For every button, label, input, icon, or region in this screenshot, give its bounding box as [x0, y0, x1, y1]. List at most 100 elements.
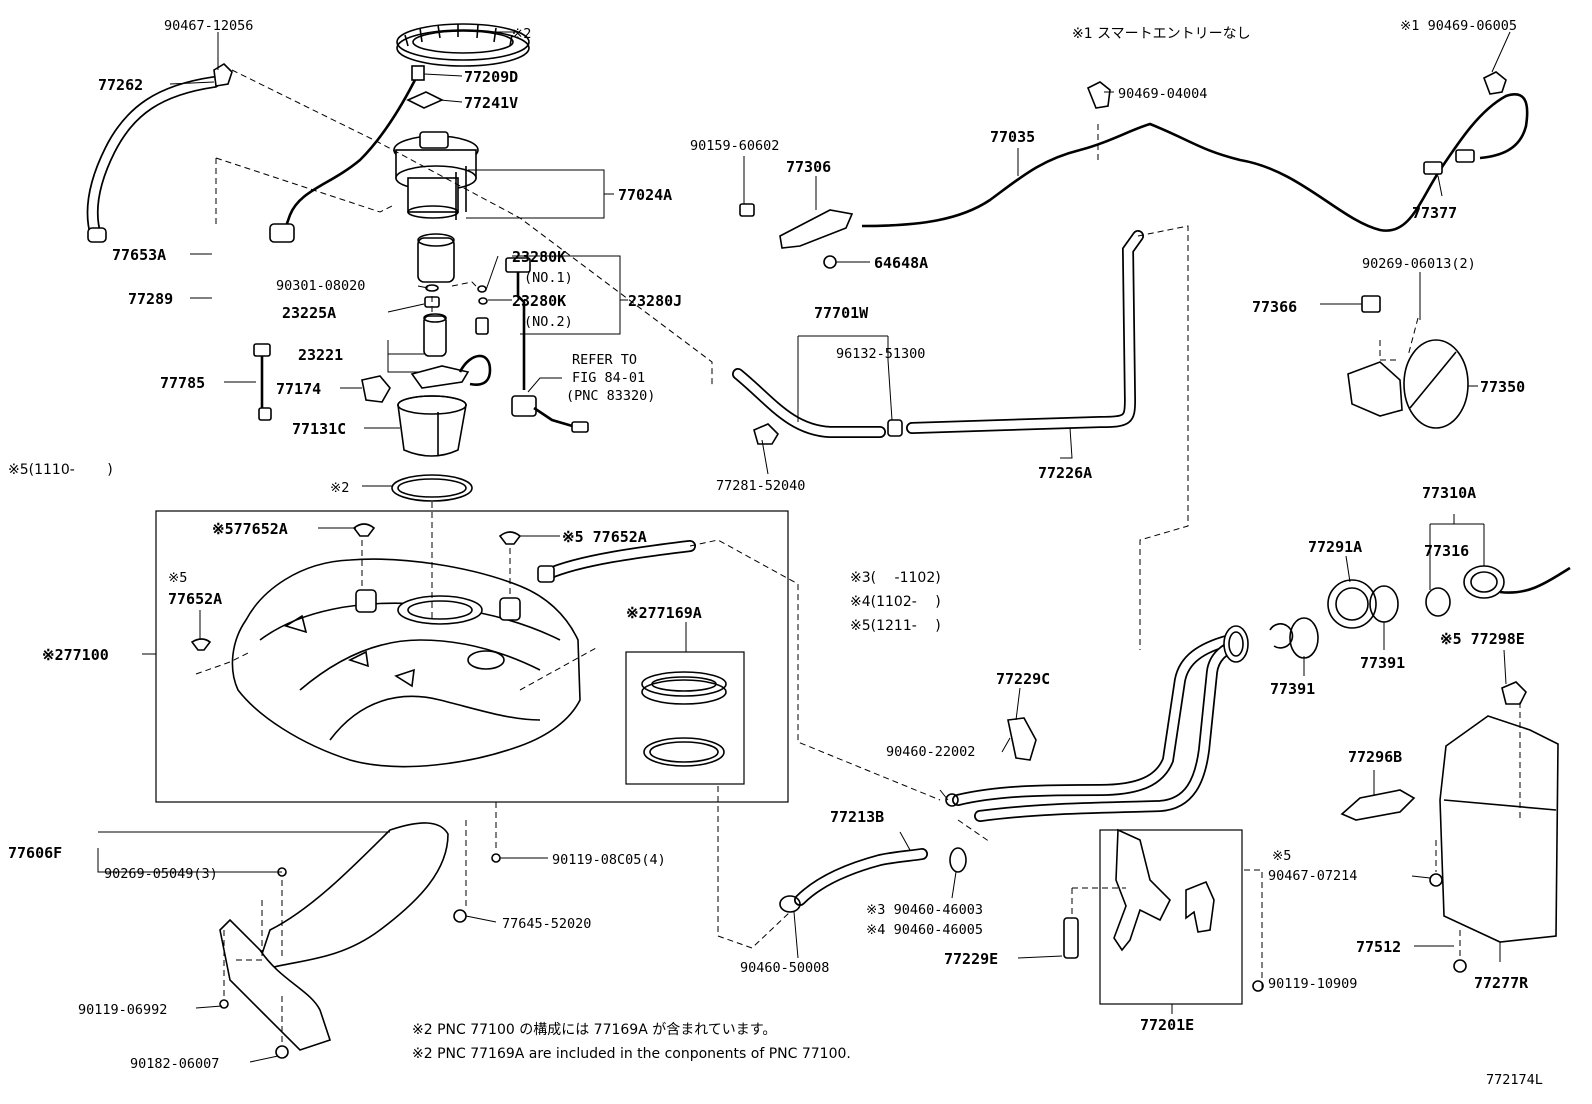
label-77512: 77512	[1356, 938, 1401, 956]
label-77241V: 77241V	[464, 94, 518, 112]
label-x3-range: ※3( -1102)	[850, 570, 941, 586]
label-90460-22002: 90460-22002	[886, 744, 975, 760]
lever-77306	[779, 209, 854, 249]
label-77229E: 77229E	[944, 950, 998, 968]
housing-77350	[1347, 361, 1403, 417]
label-77652A-3-mark: ※5	[168, 570, 187, 586]
label-90460-46005: ※4 90460-46005	[866, 922, 983, 938]
note-english: ※2 PNC 77169A are included in the conpon…	[412, 1046, 851, 1062]
part-labels: 90467-12056 77262 ※2 77209D 77241V 77024…	[8, 18, 1543, 1088]
hose-77209D	[282, 73, 420, 233]
label-77652A-2: ※5 77652A	[562, 528, 647, 546]
filler-cap-77316	[1463, 565, 1505, 599]
label-refer-2: FIG 84-01	[572, 370, 645, 386]
label-x2-lock-ring: ※2	[512, 26, 531, 42]
label-refer-3: (PNC 83320)	[566, 388, 655, 404]
fuel-pump-23221	[423, 315, 447, 357]
label-90119-10909: 90119-10909	[1268, 976, 1357, 992]
label-90269-06013: 90269-06013(2)	[1362, 256, 1476, 272]
label-x2-gasket: ※2	[330, 480, 349, 496]
protector-77606F	[259, 822, 449, 969]
kit-77169A-frame	[625, 651, 745, 785]
label-77701W: 77701W	[814, 304, 869, 322]
label-77226A: 77226A	[1038, 464, 1092, 482]
cap-77652A-2	[498, 531, 522, 545]
label-90301-08020: 90301-08020	[276, 278, 365, 294]
label-77310A: 77310A	[1422, 484, 1476, 502]
clip-77229E	[1063, 917, 1079, 959]
note-japanese: ※2 PNC 77100 の構成には 77169A が含まれています。	[412, 1022, 776, 1038]
label-77391-a: 77391	[1270, 680, 1315, 698]
figure-id: 772174L	[1486, 1072, 1543, 1088]
label-77652A-3: 77652A	[168, 590, 222, 608]
ring-77291A	[1327, 579, 1377, 629]
label-77652A-1: ※577652A	[212, 520, 288, 538]
label-77653A: 77653A	[112, 246, 166, 264]
hose-77213B	[794, 848, 928, 906]
bracket-77174	[361, 375, 391, 403]
pipe-77226A	[906, 230, 1144, 434]
cable-77035	[861, 122, 1442, 232]
label-no2: (NO.2)	[524, 314, 573, 330]
label-77298E: ※5 77298E	[1440, 630, 1525, 648]
label-x5-1110: ※5(1110- )	[8, 462, 113, 478]
label-77316: 77316	[1424, 542, 1469, 560]
cap-77652A-1	[352, 523, 376, 537]
label-77277R: 77277R	[1474, 974, 1529, 992]
label-77201E: 77201E	[1140, 1016, 1194, 1034]
hose-77701W	[732, 368, 886, 438]
label-no1: (NO.1)	[524, 270, 573, 286]
label-77306: 77306	[786, 158, 831, 176]
gasket-77241V	[406, 91, 444, 109]
fuel-lid	[1403, 339, 1469, 429]
fuel-filter	[417, 237, 455, 283]
clip-77229C	[1007, 717, 1037, 761]
label-90460-50008: 90460-50008	[740, 960, 829, 976]
label-77229C: 77229C	[996, 670, 1050, 688]
label-77169A: ※277169A	[626, 604, 702, 622]
pump-module-77024A	[393, 131, 479, 220]
label-77131C: 77131C	[292, 420, 346, 438]
label-77281-52040: 77281-52040	[716, 478, 805, 494]
label-90467-07214: 90467-07214	[1268, 868, 1357, 884]
label-23280K-2: 23280K	[512, 292, 566, 310]
label-77296B: 77296B	[1348, 748, 1402, 766]
label-90182-06007: 90182-06007	[130, 1056, 219, 1072]
label-90460-46003: ※3 90460-46003	[866, 902, 983, 918]
spring-77366	[1361, 295, 1381, 313]
label-77213B: 77213B	[830, 808, 884, 826]
label-77377: 77377	[1412, 204, 1457, 222]
label-77606F: 77606F	[8, 844, 62, 862]
label-note-smart-entry: ※1 スマートエントリーなし	[1072, 26, 1251, 42]
assembly-lines	[195, 69, 1521, 1044]
label-77100: ※277100	[42, 646, 109, 664]
shield-77277R	[1439, 715, 1559, 943]
clip-90467-12056	[213, 62, 233, 87]
label-96132-51300: 96132-51300	[836, 346, 925, 362]
label-77391-b: 77391	[1360, 654, 1405, 672]
label-77291A: 77291A	[1308, 538, 1362, 556]
label-refer-1: REFER TO	[572, 352, 637, 368]
cap-77652A-3	[190, 638, 212, 651]
label-x5-range: ※5(1211- )	[850, 618, 941, 634]
label-77035: 77035	[990, 128, 1035, 146]
label-90469-06005: ※1 90469-06005	[1400, 18, 1517, 34]
fuel-sender-gauge	[516, 266, 526, 390]
bracket-77296B	[1340, 789, 1416, 821]
label-77366: 77366	[1252, 298, 1297, 316]
label-77024A: 77024A	[618, 186, 672, 204]
label-90467-12056: 90467-12056	[164, 18, 253, 34]
fuel-tank-77100	[231, 540, 696, 768]
label-90269-05049: 90269-05049(3)	[104, 866, 218, 882]
fuel-tank-frame	[155, 510, 789, 803]
label-23225A: 23225A	[282, 304, 336, 322]
label-77289: 77289	[128, 290, 173, 308]
label-23280K-1: 23280K	[512, 248, 566, 266]
filler-pipe-77201E	[952, 625, 1249, 822]
label-23280J: 23280J	[628, 292, 682, 310]
label-77174: 77174	[276, 380, 321, 398]
label-90159-60602: 90159-60602	[690, 138, 779, 154]
reservoir-77131C	[397, 395, 467, 457]
